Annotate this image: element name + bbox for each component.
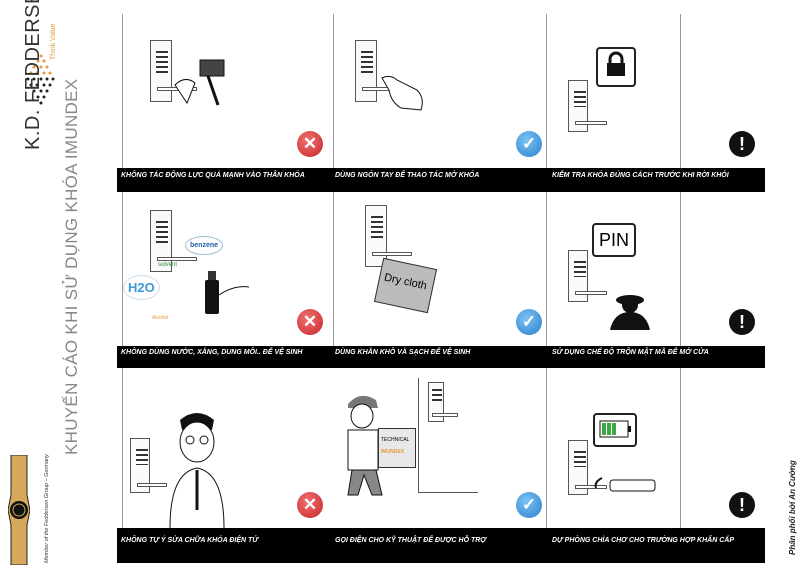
distributor-text: Phân phối bởi An Cường (788, 460, 797, 555)
panel-caption: DỰ PHÒNG CHÌA CHƠ CHO TRƯỜNG HỢP KHẨN CẤ… (552, 537, 734, 544)
imundex-box-label: IMUNDEX (381, 449, 405, 455)
door-lock-illustration (568, 80, 607, 132)
dry-cloth-label: Dry cloth (373, 257, 438, 314)
door-lock-illustration (150, 40, 197, 102)
not-allowed-icon: ✕ (297, 309, 323, 335)
panel-caption: KIỂM TRA KHÓA ĐÚNG CÁCH TRƯỚC KHI RỜI KH… (552, 172, 729, 179)
panel-caption: KHÔNG DÙNG NƯỚC, XĂNG, DUNG MÔI.. ĐỂ VỆ … (121, 349, 303, 356)
panel-caption: DÙNG NGÓN TAY ĐỂ THAO TÁC MỞ KHÓA (335, 172, 480, 179)
page-title: KHUYẾN CÁO KHI SỬ DỤNG KHÓA IMUNDEX (62, 78, 81, 455)
kd-feddersen-logo-icon (26, 54, 55, 105)
member-text: Member of the Feddersen Group – Germany (44, 454, 50, 563)
warning-icon: ! (729, 309, 755, 335)
brand-name: K.D. FEDDERSEN (22, 0, 44, 150)
panel-caption: KHÔNG TÁC ĐỘNG LỰC QUÁ MẠNH VÀO THÂN KHÓ… (121, 172, 305, 179)
panel-caption: GỌI ĐIỆN CHO KỸ THUẬT ĐỂ ĐƯỢC HỖ TRỢ (335, 537, 487, 544)
benzene-label: benzene (185, 236, 224, 255)
warning-icon: ! (729, 492, 755, 518)
divider (122, 368, 123, 528)
caption-bar-row-1: KHÔNG TÁC ĐỘNG LỰC QUÁ MẠNH VÀO THÂN KHÓ… (117, 168, 765, 192)
technical-label: TECHNICAL (381, 437, 410, 443)
divider (546, 192, 547, 347)
door-edge (680, 368, 681, 528)
brand-tagline: Think Value (50, 23, 57, 60)
finger-hand-icon (381, 75, 423, 111)
alcohol-label: Alcohol (152, 315, 169, 321)
man-with-screwdriver-icon (169, 413, 225, 528)
door-lock-illustration (428, 382, 458, 422)
door-edge (680, 192, 681, 347)
not-allowed-icon: ✕ (297, 492, 323, 518)
divider (546, 14, 547, 169)
not-allowed-icon: ✕ (297, 131, 323, 157)
door-lock-illustration (355, 40, 402, 102)
spare-battery-icon (594, 477, 656, 492)
caption-bar-row-2: KHÔNG DÙNG NƯỚC, XĂNG, DUNG MÔI.. ĐỂ VỆ … (117, 346, 765, 368)
pin-bubble: PIN (592, 223, 636, 257)
divider (333, 14, 334, 169)
technical-box: TECHNICAL IMUNDEX (378, 428, 416, 468)
door-lock-illustration (365, 205, 412, 267)
padlock-icon (607, 51, 625, 76)
padlock-bubble (596, 47, 636, 87)
door-frame (418, 378, 478, 493)
battery-bubble (593, 413, 637, 447)
caption-bar-row-3: KHÔNG TỰ Ý SỬA CHỮA KHÓA ĐIỆN TỬ GỌI ĐIỆ… (117, 528, 765, 563)
door-lock-illustration (568, 250, 607, 302)
divider (122, 14, 123, 169)
imundex-logo-icon (8, 455, 30, 565)
water-label: H2O (123, 275, 160, 300)
hammer-icon (174, 59, 225, 106)
door-lock-illustration (568, 440, 607, 495)
technician-icon (347, 395, 383, 496)
divider (546, 368, 547, 528)
spray-bottle-icon (205, 271, 250, 314)
allowed-check-icon: ✓ (516, 309, 542, 335)
divider (333, 192, 334, 347)
battery-low-icon (599, 420, 631, 438)
warning-icon: ! (729, 131, 755, 157)
thief-icon (610, 295, 650, 330)
door-lock-illustration (150, 210, 197, 272)
door-lock-illustration (130, 438, 167, 493)
solvent-label: solvent (158, 262, 178, 268)
allowed-check-icon: ✓ (516, 131, 542, 157)
panel-caption: SỬ DỤNG CHẾ ĐỘ TRỘN MẬT MÃ ĐỂ MỞ CỬA (552, 349, 709, 356)
door-edge (680, 14, 681, 169)
panel-caption: DÙNG KHĂN KHÔ VÀ SẠCH ĐỂ VỆ SINH (335, 349, 471, 356)
allowed-check-icon: ✓ (516, 492, 542, 518)
panel-caption: KHÔNG TỰ Ý SỬA CHỮA KHÓA ĐIỆN TỬ (121, 537, 258, 544)
divider (122, 192, 123, 347)
